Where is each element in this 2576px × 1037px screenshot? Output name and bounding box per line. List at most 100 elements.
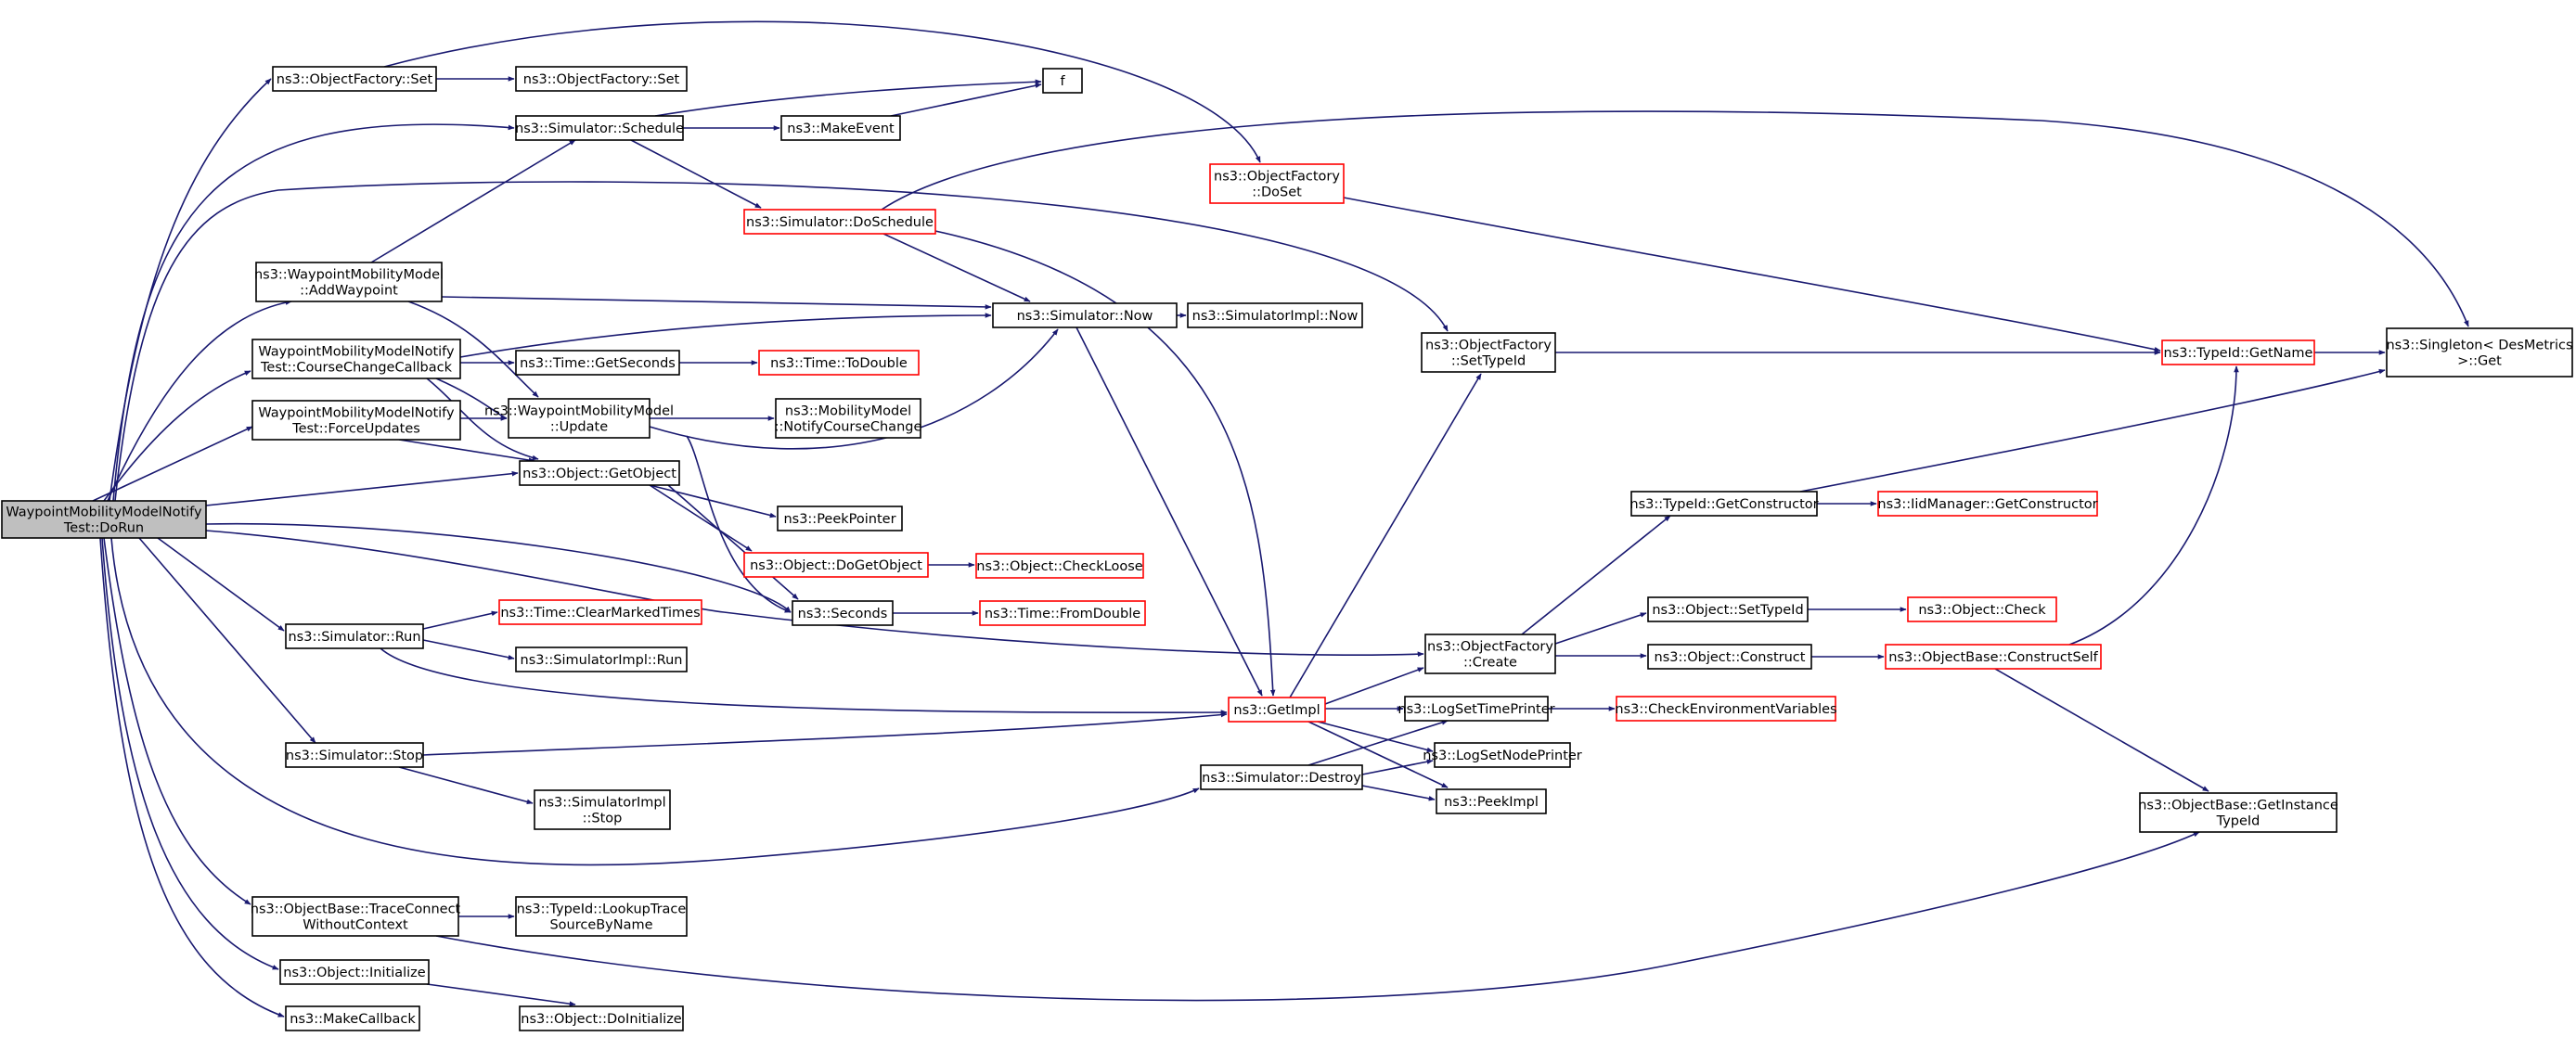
edge-update-to-seconds (686, 435, 792, 613)
node-getobject[interactable]: ns3::Object::GetObject (519, 460, 680, 486)
node-box (1, 500, 207, 539)
node-box (251, 400, 461, 441)
edge-getconstructor-to-singleton (1799, 368, 2386, 493)
node-settypeid[interactable]: ns3::ObjectFactory::SetTypeId (1421, 332, 1556, 373)
node-construct[interactable]: ns3::Object::Construct (1647, 644, 1812, 670)
node-label: ns3::Object::Construct (1655, 650, 1806, 665)
node-box (979, 600, 1146, 626)
edge-constructself-to-getname (2068, 365, 2239, 646)
node-getseconds[interactable]: ns3::Time::GetSeconds (515, 350, 680, 376)
node-peekimpl[interactable]: ns3::PeekImpl (1436, 788, 1547, 814)
node-label: ns3::ObjectFactory (1214, 170, 1340, 185)
node-destroy[interactable]: ns3::Simulator::Destroy (1200, 764, 1363, 790)
node-label: ::Create (1463, 656, 1517, 671)
node-peekpointer[interactable]: ns3::PeekPointer (777, 506, 903, 531)
node-objsettypeid[interactable]: ns3::Object::SetTypeId (1647, 596, 1809, 622)
node-label: ns3::SimulatorImpl::Now (1192, 309, 1359, 324)
node-schedule[interactable]: ns3::Simulator::Schedule (515, 115, 684, 141)
node-ofset2[interactable]: ns3::ObjectFactory::Set (515, 66, 688, 92)
node-implnow[interactable]: ns3::SimulatorImpl::Now (1187, 302, 1363, 328)
edge-getobject-to-peekpointer (649, 484, 777, 518)
node-label: ns3::GetImpl (1233, 703, 1320, 718)
node-run[interactable]: ns3::Simulator::Run (285, 623, 424, 649)
node-coursecb[interactable]: WaypointMobilityModelNotifyTest::CourseC… (251, 339, 461, 379)
node-label: ns3::IidManager::GetConstructor (1877, 497, 2097, 512)
edge-now-to-getimpl (1075, 326, 1263, 697)
node-addwaypoint[interactable]: ns3::WaypointMobilityModel::AddWaypoint (254, 262, 444, 302)
node-singleton[interactable]: ns3::Singleton< DesMetrics>::Get (2386, 327, 2573, 378)
node-implrun[interactable]: ns3::SimulatorImpl::Run (515, 647, 688, 672)
node-box (279, 959, 430, 985)
node-label: ns3::Simulator::Stop (286, 749, 423, 763)
node-box (743, 209, 936, 235)
node-forceupdates[interactable]: WaypointMobilityModelNotifyTest::ForceUp… (251, 400, 461, 441)
node-implstop[interactable]: ns3::SimulatorImpl::Stop (534, 789, 671, 830)
node-label: ns3::LogSetTimePrinter (1397, 702, 1554, 717)
node-todouble[interactable]: ns3::Time::ToDouble (758, 350, 920, 376)
edge-destroy-to-peekimpl (1361, 785, 1436, 801)
edge-root-to-makecallback (99, 537, 285, 1018)
node-checkenv[interactable]: ns3::CheckEnvironmentVariables (1615, 696, 1837, 722)
edge-getimpl-to-lognode (1317, 721, 1434, 753)
node-label: ::Stop (583, 812, 623, 826)
node-box (1907, 596, 2057, 622)
node-lognode[interactable]: ns3::LogSetNodePrinter (1423, 742, 1582, 768)
node-constructself[interactable]: ns3::ObjectBase::ConstructSelf (1885, 644, 2102, 670)
node-checkloose[interactable]: ns3::Object::CheckLoose (975, 553, 1144, 579)
node-makecallback[interactable]: ns3::MakeCallback (285, 1005, 420, 1031)
node-box (1877, 491, 2098, 517)
edge-root-to-run (157, 537, 285, 632)
node-initialize[interactable]: ns3::Object::Initialize (279, 959, 430, 985)
node-seconds[interactable]: ns3::Seconds (792, 600, 894, 626)
node-label: ns3::PeekPointer (783, 512, 895, 527)
edge-destroy-to-lognode (1361, 759, 1434, 775)
node-doschedule[interactable]: ns3::Simulator::DoSchedule (743, 209, 936, 235)
node-box (1404, 696, 1549, 722)
node-clearmarked[interactable]: ns3::Time::ClearMarkedTimes (498, 599, 702, 625)
edge-constructself-to-instancetypeid (1994, 668, 2209, 792)
node-doinitialize[interactable]: ns3::Object::DoInitialize (519, 1005, 684, 1031)
node-f[interactable]: f (1042, 68, 1083, 94)
edge-root-to-initialize (101, 537, 279, 970)
edge-getimpl-to-peekimpl (1307, 721, 1449, 788)
node-fromdouble[interactable]: ns3::Time::FromDouble (979, 600, 1146, 626)
node-notifycc[interactable]: ns3::MobilityModel::NotifyCourseChange (775, 398, 922, 439)
node-box (515, 896, 688, 937)
edge-doschedule-to-now (882, 233, 1031, 302)
edge-addwaypoint-to-schedule (370, 139, 576, 263)
node-stop[interactable]: ns3::Simulator::Stop (285, 742, 424, 768)
edge-stop-to-implstop (398, 766, 534, 805)
node-now[interactable]: ns3::Simulator::Now (992, 302, 1178, 328)
edge-addwaypoint-to-update (407, 301, 539, 398)
node-objcheck[interactable]: ns3::Object::Check (1907, 596, 2057, 622)
node-box (285, 623, 424, 649)
node-update[interactable]: ns3::WaypointMobilityModel::Update (484, 398, 674, 439)
edge-root-to-ofset (109, 78, 272, 502)
node-label: WithoutContext (303, 918, 408, 933)
node-getimpl[interactable]: ns3::GetImpl (1228, 697, 1326, 723)
node-create[interactable]: ns3::ObjectFactory::Create (1424, 634, 1556, 674)
edge-run-to-implrun (422, 639, 515, 660)
node-ofset[interactable]: ns3::ObjectFactory::Set (272, 66, 437, 92)
node-getconstructor[interactable]: ns3::TypeId::GetConstructor (1629, 491, 1819, 517)
node-iidgetconstructor[interactable]: ns3::IidManager::GetConstructor (1877, 491, 2098, 517)
node-label: ns3::Time::GetSeconds (520, 356, 676, 371)
edge-getimpl-to-create (1324, 667, 1424, 705)
node-makeevent[interactable]: ns3::MakeEvent (780, 115, 901, 141)
node-box (1436, 788, 1547, 814)
node-label: ns3::Simulator::Schedule (515, 122, 684, 136)
node-getname[interactable]: ns3::TypeId::GetName (2161, 339, 2315, 365)
node-label: ns3::ObjectFactory (1425, 339, 1552, 353)
node-box (775, 398, 921, 439)
node-label: ns3::SimulatorImpl (538, 796, 665, 811)
node-doset[interactable]: ns3::ObjectFactory::DoSet (1209, 163, 1345, 204)
node-dogetobject[interactable]: ns3::Object::DoGetObject (743, 552, 929, 578)
node-traceconnect[interactable]: ns3::ObjectBase::TraceConnectWithoutCont… (251, 896, 461, 937)
node-box (508, 398, 650, 439)
node-logtime[interactable]: ns3::LogSetTimePrinter (1397, 696, 1555, 722)
edge-doschedule-to-singleton (881, 110, 2469, 327)
node-label: ns3::Singleton< DesMetrics (2386, 339, 2572, 353)
